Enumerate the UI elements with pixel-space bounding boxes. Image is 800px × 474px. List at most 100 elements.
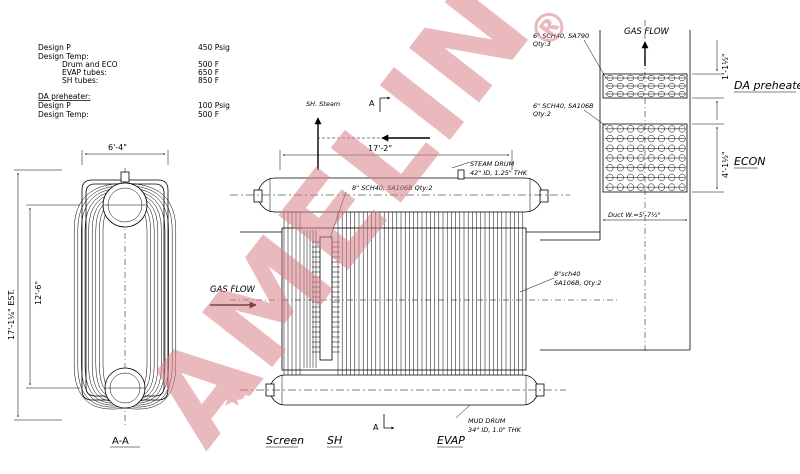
fin-loop	[627, 74, 635, 82]
fin-loop	[678, 183, 686, 191]
fin-loop	[606, 134, 614, 143]
fin-loop	[668, 125, 676, 133]
fin-loop	[627, 154, 635, 162]
fin-loop	[658, 134, 665, 143]
fin-loop	[637, 125, 645, 133]
fin-loop	[627, 134, 635, 143]
da-preheater-bundle	[605, 74, 686, 98]
duct-width-dim: Duct W.=5'-7½"	[608, 211, 660, 219]
elevation-tube-bank	[240, 212, 600, 375]
section-tube-line	[77, 185, 126, 408]
fin-loop	[647, 144, 655, 152]
sh-header-note: 8" SCH40, SA106B Qty:2	[352, 184, 433, 192]
da-pipe-note-1: 6" SCH40, SA790	[533, 32, 589, 40]
fin-loop	[658, 82, 665, 90]
tube-bank-frame	[281, 227, 527, 371]
steam-drum-note-1: STEAM DRUM	[470, 160, 515, 168]
gas-flow-in-label: GAS FLOW	[210, 285, 256, 295]
fin-loop	[616, 183, 624, 191]
length-dim: 17'-2"	[368, 144, 392, 153]
section-mark-bottom: A	[373, 423, 379, 432]
fin-loop	[637, 154, 645, 162]
fin-loop	[606, 183, 614, 191]
stack-gas-flow: GAS FLOW	[624, 27, 670, 37]
section-tube-line	[124, 183, 177, 410]
da-height-dim: 1'-1½"	[721, 53, 730, 80]
fin-loop	[627, 90, 635, 98]
da-label-design-temp: Design Temp:	[38, 110, 89, 119]
label-evap: EVAP	[437, 434, 465, 447]
econ-bundle	[605, 125, 686, 191]
fin-loop	[668, 90, 676, 98]
fin-loop	[616, 74, 624, 82]
fin-loop	[627, 173, 635, 182]
fin-loop	[606, 90, 614, 98]
spec-label-evap: EVAP tubes:	[62, 68, 107, 77]
fin-loop	[647, 173, 655, 182]
econ-label: ECON	[734, 155, 766, 168]
fin-loop	[606, 173, 614, 182]
fin-loop	[647, 183, 655, 191]
fin-loop	[616, 125, 624, 133]
fin-loop	[658, 183, 665, 191]
da-label-design-p: Design P	[38, 101, 71, 110]
section-mark-top: A	[369, 99, 375, 108]
fin-loop	[637, 74, 645, 82]
fin-loop	[678, 125, 686, 133]
fin-loop	[647, 90, 655, 98]
spec-label-design-temp: Design Temp:	[38, 52, 89, 61]
section-tube-line	[124, 189, 166, 404]
fin-loop	[668, 183, 676, 191]
design-conditions: Design P 450 Psig Design Temp: Drum and …	[38, 43, 230, 119]
econ-pipe-note-1: 6" SCH40, SA106B	[533, 102, 594, 110]
fin-loop	[616, 90, 624, 98]
fin-loop	[616, 173, 624, 182]
fin-loop	[637, 82, 645, 90]
da-preheater-heading: DA preheater:	[38, 92, 90, 101]
fin-loop	[637, 183, 645, 191]
fin-loop	[627, 144, 635, 152]
econ-pipe-note-2: Qty:2	[533, 110, 551, 118]
fin-loop	[606, 82, 614, 90]
fin-loop	[658, 164, 665, 172]
fin-loop	[616, 82, 624, 90]
fin-loop	[658, 173, 665, 182]
evap-pipe-note-1: 8"sch40	[554, 270, 580, 278]
fin-loop	[668, 82, 676, 90]
fin-loop	[637, 90, 645, 98]
fin-loop	[627, 125, 635, 133]
fin-loop	[606, 144, 614, 152]
fin-loop	[668, 164, 676, 172]
sh-steam-label: SH. Steam	[306, 100, 340, 108]
fin-loop	[658, 74, 665, 82]
stack-section: GAS FLOW 6" SCH40, SA790 Qty:3 6" SCH40,…	[533, 20, 800, 352]
section-tube-line	[84, 189, 126, 404]
section-a-a: 6'-4" 17'-1¼" EST. 12'-6" A-A	[7, 143, 177, 448]
fin-loop	[658, 125, 665, 133]
section-tube-line	[102, 200, 126, 394]
fin-loop	[606, 74, 614, 82]
fin-loop	[678, 134, 686, 143]
sh-header-nozzles	[312, 241, 340, 353]
spec-label-drum-eco: Drum and ECO	[62, 60, 118, 69]
fin-loop	[616, 144, 624, 152]
fin-loop	[678, 90, 686, 98]
fin-loop	[678, 144, 686, 152]
da-value-design-p: 100 Psig	[198, 101, 230, 110]
fin-loop	[658, 90, 665, 98]
fin-loop	[678, 173, 686, 182]
section-tube-line	[124, 187, 169, 406]
fin-loop	[678, 82, 686, 90]
fin-loop	[637, 173, 645, 182]
boiler-elevation: A A SH. Steam 17'-2"	[210, 98, 620, 434]
fin-loop	[637, 134, 645, 143]
section-width-dim: 6'-4"	[108, 143, 127, 152]
fin-loop	[678, 154, 686, 162]
fin-loop	[637, 144, 645, 152]
label-sh: SH	[327, 434, 342, 447]
mud-drum-note-1: MUD DRUM	[468, 417, 506, 425]
fin-loop	[647, 164, 655, 172]
fin-loop	[616, 164, 624, 172]
fin-loop	[668, 154, 676, 162]
evap-pipe-note-2: SA106B, Qty:2	[554, 279, 601, 287]
